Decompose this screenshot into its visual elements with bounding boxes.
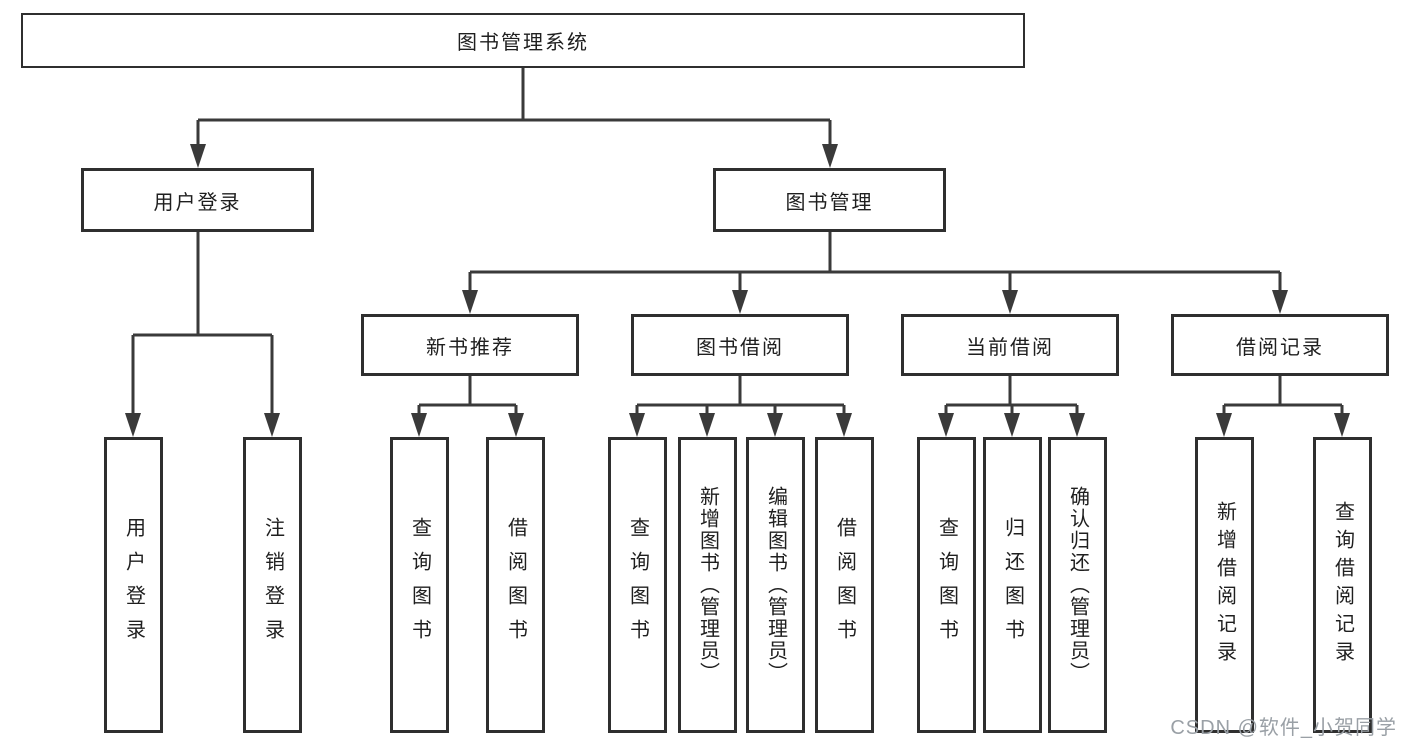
- node-book-borrowing: 图书借阅: [631, 314, 849, 376]
- leaf-query-books: 查询图书: [608, 437, 667, 733]
- node-library-management-system: 图书管理系统: [21, 13, 1025, 68]
- node-label: 图书借阅: [696, 336, 784, 359]
- leaf-logout: 注销登录: [243, 437, 302, 733]
- node-label: 借阅记录: [1236, 336, 1324, 359]
- leaf-query-books: 查询图书: [917, 437, 976, 733]
- leaf-user-login: 用户登录: [104, 437, 163, 733]
- node-new-book-recommendation: 新书推荐: [361, 314, 579, 376]
- node-current-borrowing: 当前借阅: [901, 314, 1119, 376]
- node-label: 图书管理系统: [457, 32, 589, 54]
- leaf-borrow-books: 借阅图书: [486, 437, 545, 733]
- leaf-borrow-books: 借阅图书: [815, 437, 874, 733]
- connector-bookmgmt-to-level3: [468, 232, 1282, 294]
- csdn-watermark: CSDN @软件_小贺同学: [1170, 717, 1397, 739]
- leaf-confirm-return-admin: 确认归还（管理员）: [1048, 437, 1107, 733]
- connector-userlogin-to-leaves: [131, 232, 274, 418]
- node-label: 新书推荐: [426, 336, 514, 359]
- connector-newbook-to-leaves: [417, 376, 518, 418]
- node-label: 用户登录: [153, 191, 242, 214]
- leaf-return-books: 归还图书: [983, 437, 1042, 733]
- leaf-query-books: 查询图书: [390, 437, 449, 733]
- leaf-add-borrow-record: 新增借阅记录: [1195, 437, 1254, 733]
- node-user-login: 用户登录: [81, 168, 314, 232]
- node-label: 当前借阅: [966, 336, 1054, 359]
- connector-currentborrow-to-leaves: [944, 376, 1079, 418]
- leaf-add-books-admin: 新增图书（管理员）: [678, 437, 737, 733]
- connector-borrowrecord-to-leaves: [1222, 376, 1344, 418]
- node-borrowing-records: 借阅记录: [1171, 314, 1389, 376]
- leaf-query-borrow-record: 查询借阅记录: [1313, 437, 1372, 733]
- connector-bookborrow-to-leaves: [635, 376, 846, 418]
- connector-root-to-level2: [196, 68, 832, 148]
- leaf-edit-books-admin: 编辑图书（管理员）: [746, 437, 805, 733]
- node-book-management: 图书管理: [713, 168, 946, 232]
- arrowheads: [125, 144, 1350, 437]
- node-label: 图书管理: [785, 191, 874, 214]
